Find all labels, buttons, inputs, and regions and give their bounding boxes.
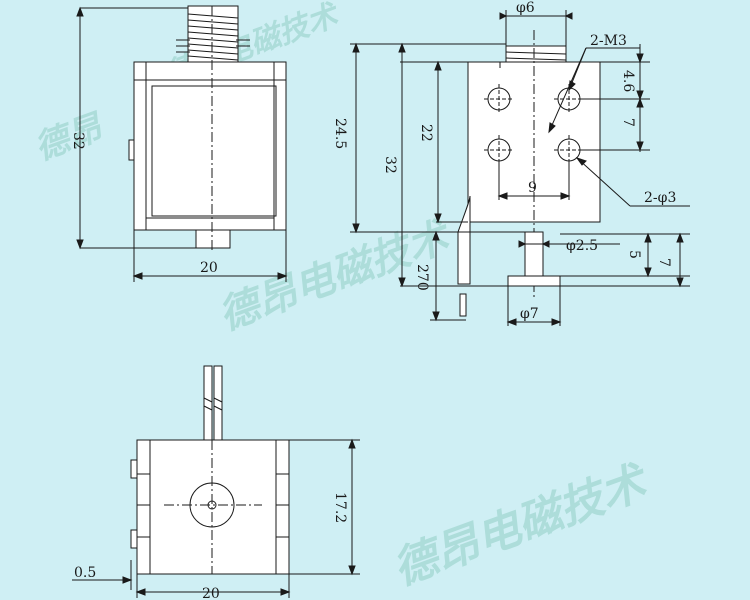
- hole-spacing-v-label: 7: [620, 118, 636, 127]
- phi6-label: φ6: [516, 0, 535, 16]
- lead-wire: [457, 195, 471, 285]
- hole-spacing-h-label: 9: [528, 180, 537, 196]
- lead-length-label: 270: [414, 264, 430, 291]
- side-width-label: 20: [200, 260, 218, 276]
- top-view: [72, 365, 360, 598]
- height-total-label: 32: [382, 156, 398, 174]
- mount-hole-label: 2-φ3: [644, 190, 676, 206]
- side-pin: [195, 229, 231, 249]
- side-body-outer: [133, 61, 287, 231]
- side-view: [76, 5, 288, 282]
- top-body: [136, 439, 290, 575]
- side-coil: [151, 85, 277, 217]
- thread-hole-label: 2-M3: [590, 33, 627, 49]
- front-plunger-head: [507, 275, 561, 287]
- plunger-dia-label: φ2.5: [566, 238, 598, 254]
- top-wire-left: [203, 365, 213, 441]
- spring: [176, 5, 250, 65]
- stroke-small-label: 5: [626, 250, 642, 259]
- offset-top-label: 4.6: [620, 70, 636, 92]
- height-mid-label: 22: [418, 124, 434, 142]
- top-offset-label: 0.5: [74, 565, 96, 581]
- height-long-label: 24.5: [332, 118, 348, 149]
- watermark-bottom-right: 德昂电磁技术: [386, 455, 656, 595]
- watermark-top-left: 德昂: [29, 107, 109, 169]
- top-wire-right: [213, 365, 223, 441]
- head-dia-label: φ7: [520, 306, 539, 322]
- stroke-large-label: 7: [656, 258, 672, 267]
- front-plunger: [524, 231, 544, 277]
- top-width-label: 20: [202, 586, 220, 600]
- front-view: [350, 10, 690, 326]
- side-height-label: 32: [70, 132, 86, 150]
- top-depth-label: 17.2: [332, 492, 348, 523]
